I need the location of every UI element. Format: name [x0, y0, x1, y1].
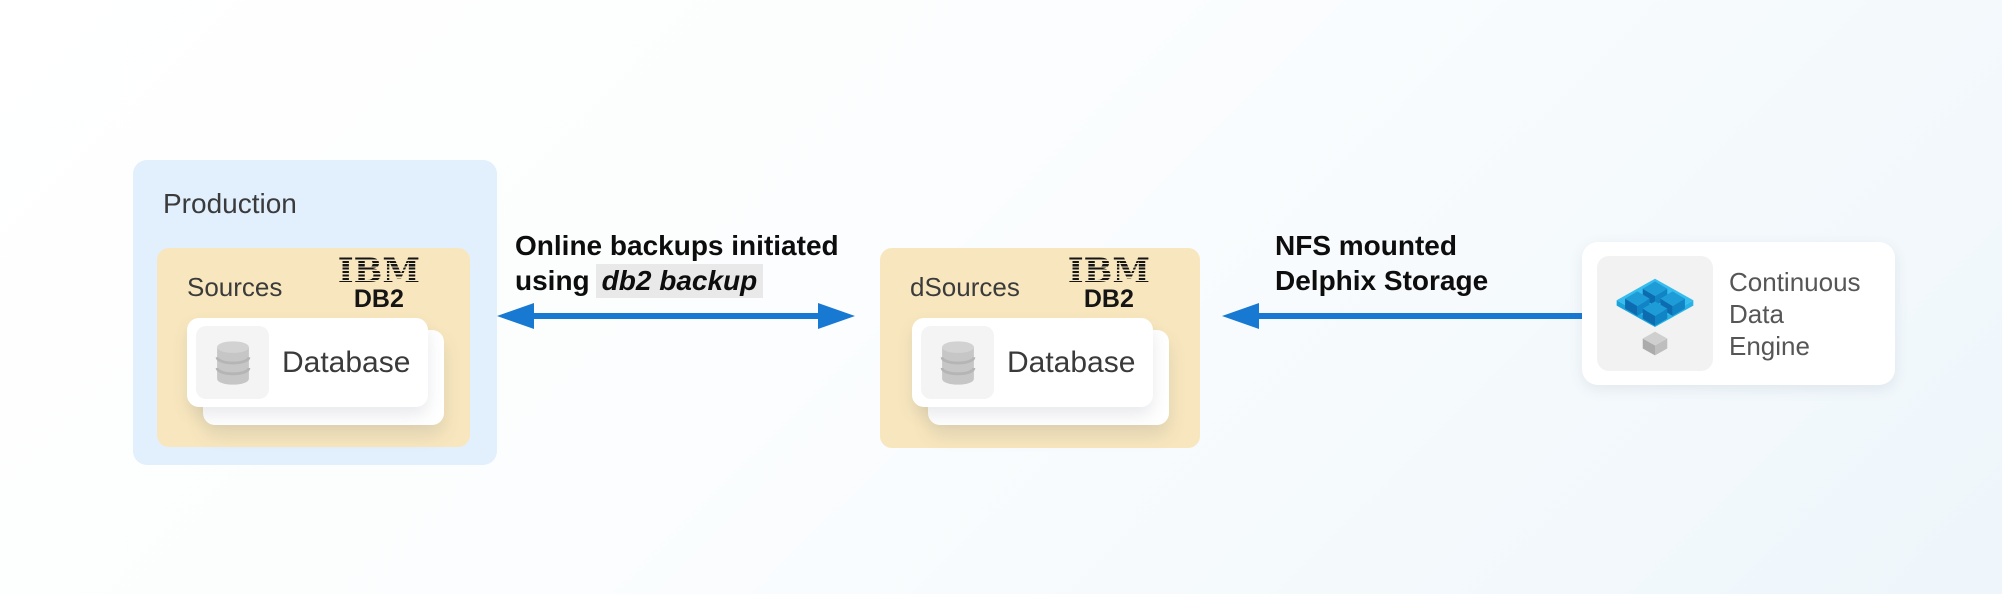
- backup-annotation-line1: Online backups initiated: [515, 230, 839, 261]
- ibm-db2-logo: IBM DB2: [1067, 251, 1151, 313]
- delphix-cube-grid-icon: [1616, 278, 1694, 355]
- continuous-data-engine-card: Continuous Data Engine: [1582, 242, 1895, 385]
- database-card-label: Database: [282, 345, 411, 379]
- database-cylinder-icon: [940, 340, 975, 385]
- db2-logo-word: DB2: [1083, 285, 1134, 313]
- engine-label-line1: Continuous: [1729, 266, 1861, 297]
- arrow-right-head-icon: [818, 303, 855, 329]
- production-group-box: Production Sources IBM DB2: [133, 160, 497, 465]
- nfs-arrow-annotation: NFS mounted Delphix Storage: [1275, 228, 1488, 298]
- nfs-annotation-line2: Delphix Storage: [1275, 265, 1489, 296]
- production-label: Production: [163, 188, 297, 219]
- backup-arrow: [497, 303, 855, 329]
- database-icon-tile: [196, 326, 269, 399]
- ibm-logo-word: IBM: [337, 251, 421, 291]
- engine-label-line2: Data: [1729, 298, 1784, 329]
- dsources-label: dSources: [910, 272, 1020, 302]
- database-card: Database: [912, 318, 1153, 407]
- dsources-header: dSources IBM DB2: [880, 248, 1200, 312]
- sources-label: Sources: [187, 272, 283, 302]
- nfs-annotation-line1: NFS mounted: [1275, 230, 1457, 261]
- arrow-line: [525, 313, 827, 319]
- dsources-box: dSources IBM DB2 Database: [880, 248, 1200, 448]
- backup-annotation-line2-prefix: using: [515, 265, 590, 296]
- database-card: Database: [187, 318, 428, 407]
- ibm-db2-logo: IBM DB2: [337, 251, 421, 313]
- ibm-logo-word: IBM: [1067, 251, 1151, 291]
- engine-label-line3: Engine: [1729, 330, 1810, 361]
- engine-label: Continuous Data Engine: [1729, 266, 1861, 362]
- db2-logo-word: DB2: [353, 285, 404, 313]
- db2-backup-command-chip: db2 backup: [595, 264, 764, 298]
- nfs-arrow: [1222, 303, 1585, 329]
- database-cylinder-icon: [215, 340, 250, 385]
- database-icon-tile: [921, 326, 994, 399]
- sources-box: Sources IBM DB2: [157, 248, 470, 447]
- sources-header: Sources IBM DB2: [157, 248, 470, 312]
- database-card-label: Database: [1007, 345, 1136, 379]
- engine-icon-tile: [1597, 256, 1713, 371]
- arrow-line: [1250, 313, 1585, 319]
